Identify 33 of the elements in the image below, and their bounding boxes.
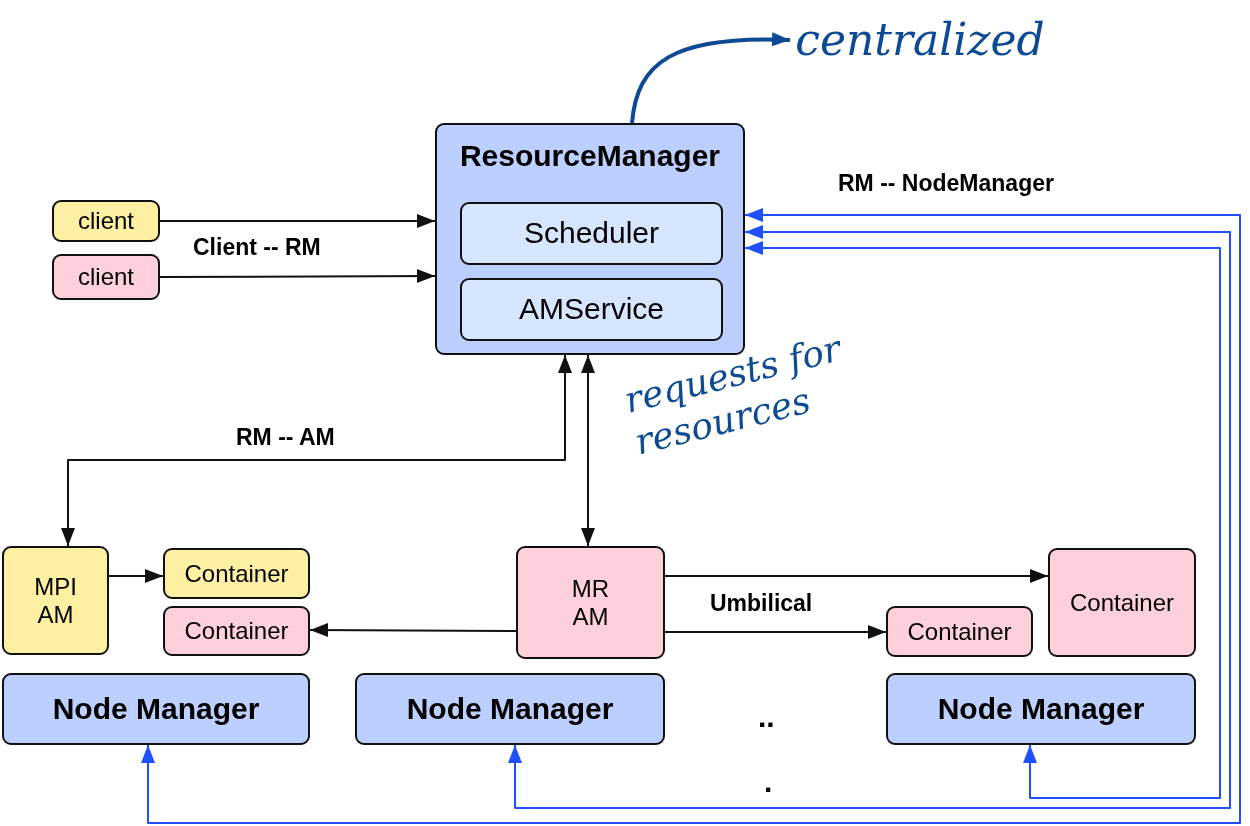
container-box: Container	[1048, 548, 1196, 657]
client-box: client	[52, 254, 160, 300]
node-manager-box: Node Manager	[2, 673, 310, 745]
connection-label: RM -- AM	[236, 424, 335, 451]
arrow	[159, 214, 436, 228]
arrow	[159, 269, 436, 284]
arrow	[744, 241, 1221, 799]
arrow	[581, 354, 595, 547]
connection-label: Umbilical	[710, 590, 813, 617]
handwritten-note: centralized	[790, 0, 1050, 80]
arrow	[108, 569, 164, 583]
resource-manager-box: ResourceManager Scheduler AMService	[435, 123, 745, 355]
application-master-box: MR AM	[516, 546, 665, 659]
node-manager-box: Node Manager	[355, 673, 665, 745]
arrow	[630, 32, 791, 124]
client-box: client	[52, 200, 160, 242]
ellipsis: .	[764, 765, 773, 799]
application-master-box: MPI AM	[2, 546, 109, 655]
am-service-box: AMService	[460, 278, 723, 341]
scheduler-box: Scheduler	[460, 202, 723, 265]
connection-label: Client -- RM	[193, 234, 321, 261]
container-box: Container	[163, 606, 310, 656]
arrow	[508, 225, 1231, 809]
connection-label: RM -- NodeManager	[838, 170, 1054, 197]
node-manager-box: Node Manager	[886, 673, 1196, 745]
arrow	[664, 625, 887, 639]
arrow	[61, 354, 572, 547]
container-box: Container	[886, 606, 1033, 657]
arrow	[141, 208, 1241, 824]
arrow	[664, 569, 1049, 583]
ellipsis: ..	[758, 700, 775, 734]
container-box: Container	[163, 548, 310, 599]
arrow	[309, 623, 517, 638]
